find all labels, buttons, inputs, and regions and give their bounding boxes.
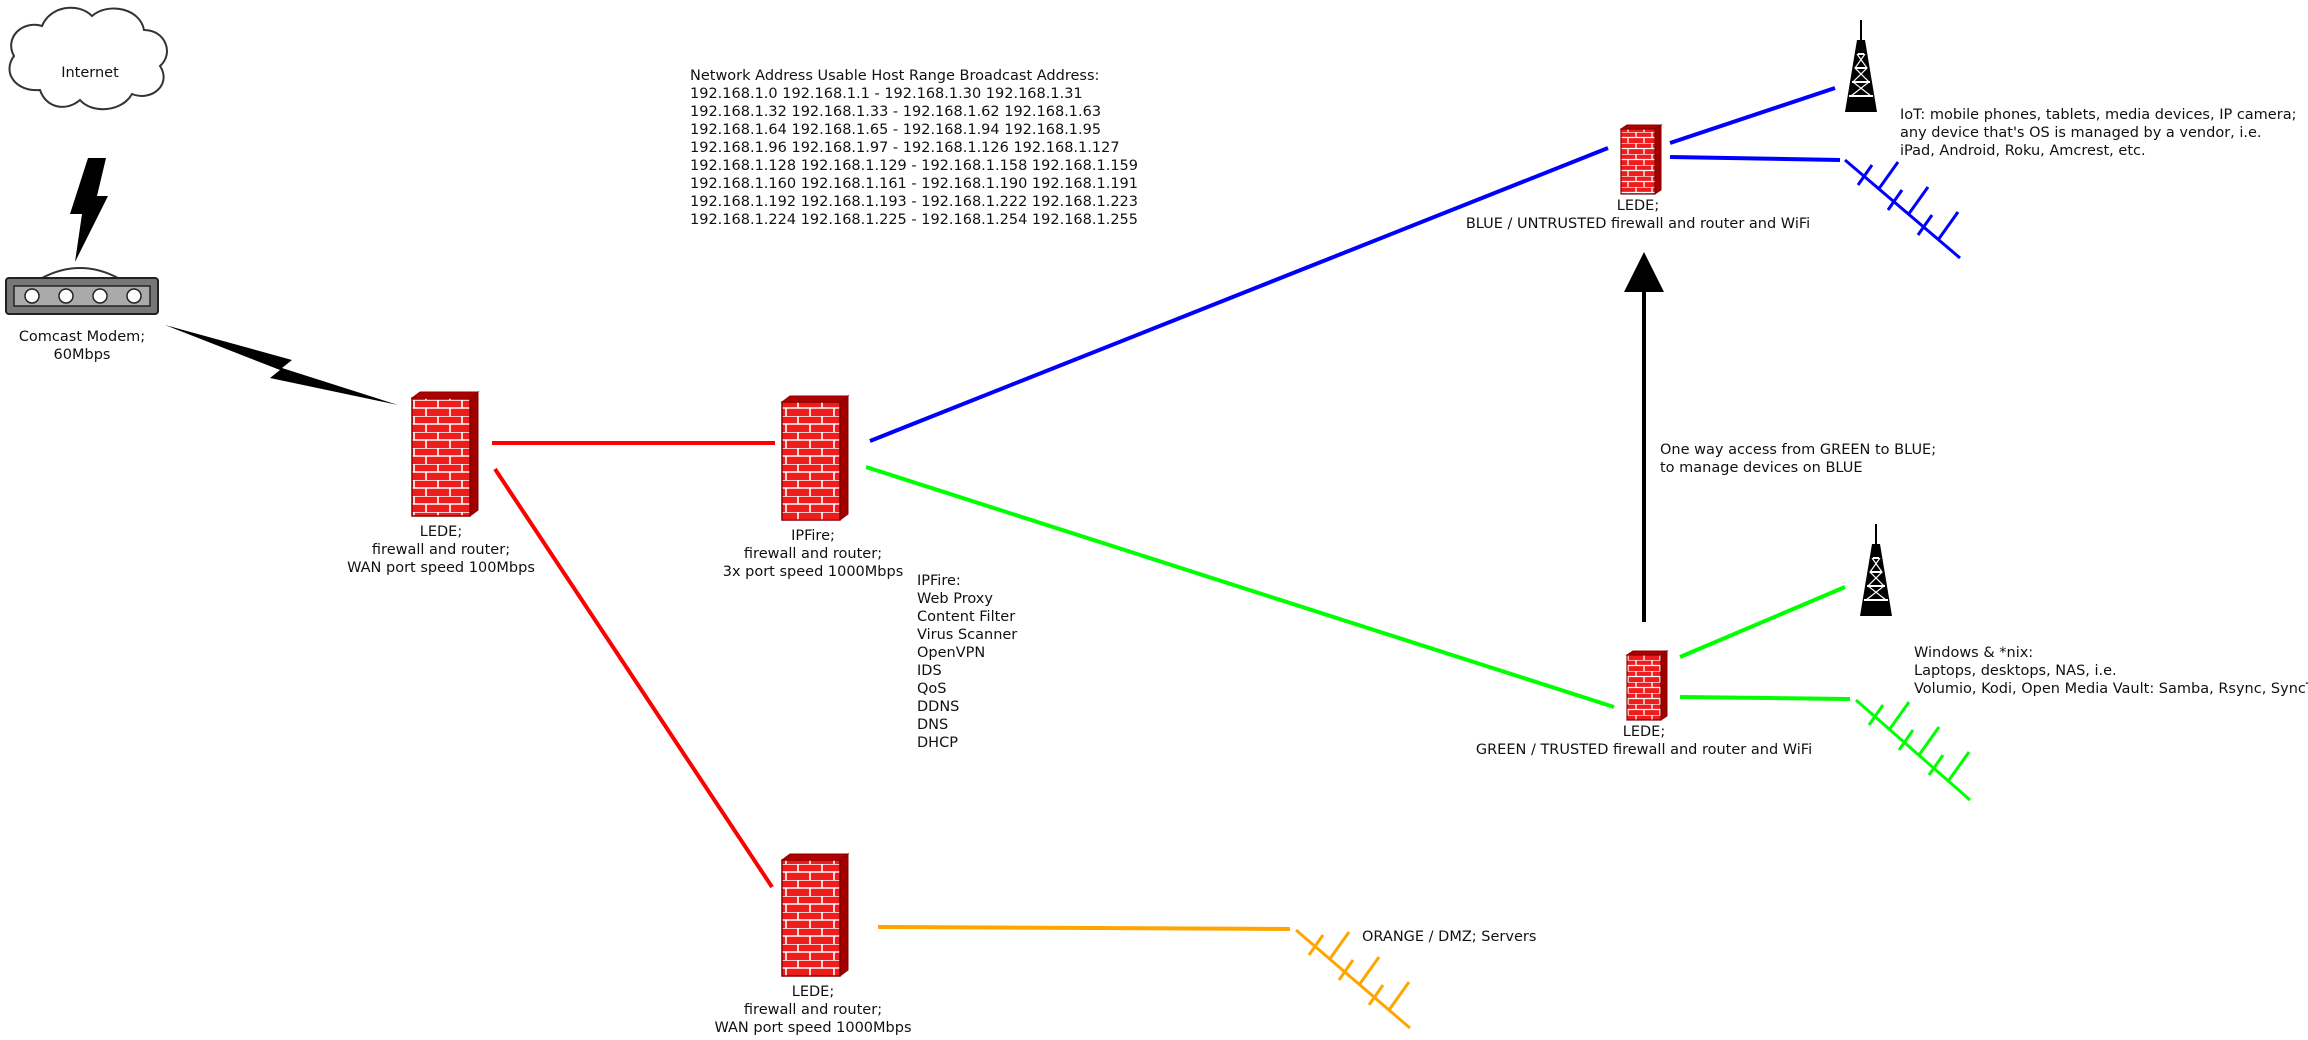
brick-firewall-icon <box>780 853 850 977</box>
modem-label: Comcast Modem; 60Mbps <box>18 329 146 363</box>
link-blue-wifi <box>1669 86 1836 145</box>
link-blue-lan <box>1669 155 1841 162</box>
lightning-bolt-icon <box>70 158 108 262</box>
connections <box>492 86 1851 931</box>
one-way-note: One way access from GREEN to BLUE; to ma… <box>1660 442 1937 476</box>
brick-firewall-icon <box>410 391 480 517</box>
network-segment-icon <box>1855 698 1971 802</box>
brick-firewall-icon <box>1619 124 1663 195</box>
link-lede-orange-red <box>493 467 774 889</box>
radio-tower-icon <box>1860 524 1892 616</box>
link-ipfire-green <box>865 465 1615 709</box>
iot-note: IoT: mobile phones, tablets, media devic… <box>1900 107 2297 159</box>
network-segment-icon <box>1844 158 1961 260</box>
lede-blue-label: LEDE; BLUE / UNTRUSTED firewall and rout… <box>1465 198 1811 232</box>
link-green-wifi <box>1679 585 1846 659</box>
subnet-table: Network Address Usable Host Range Broadc… <box>690 68 1138 228</box>
lede-green-label: LEDE; GREEN / TRUSTED firewall and route… <box>1475 724 1813 758</box>
lede-main-label: LEDE; firewall and router; WAN port spee… <box>347 524 535 576</box>
ipfire-label: IPFire; firewall and router; 3x port spe… <box>722 528 904 580</box>
modem-icon <box>5 267 159 315</box>
ipfire-services: IPFire: Web Proxy Content Filter Virus S… <box>917 573 1018 751</box>
brick-firewall-icon <box>1625 650 1669 721</box>
link-ipfire-blue <box>869 146 1609 443</box>
link-green-lan <box>1679 695 1851 701</box>
brick-firewall-icon <box>780 395 850 521</box>
radio-tower-icon <box>1845 20 1877 112</box>
trusted-note: Windows & *nix: Laptops, desktops, NAS, … <box>1914 645 2308 697</box>
dmz-note: ORANGE / DMZ; Servers <box>1362 929 1537 945</box>
link-dmz-orange <box>877 925 1291 931</box>
lightning-bolt-icon <box>165 325 398 405</box>
network-segment-icon <box>1295 928 1411 1030</box>
lede-orange-label: LEDE; firewall and router; WAN port spee… <box>714 984 912 1036</box>
internet-label: Internet <box>61 65 119 81</box>
cloud-icon <box>8 6 168 111</box>
